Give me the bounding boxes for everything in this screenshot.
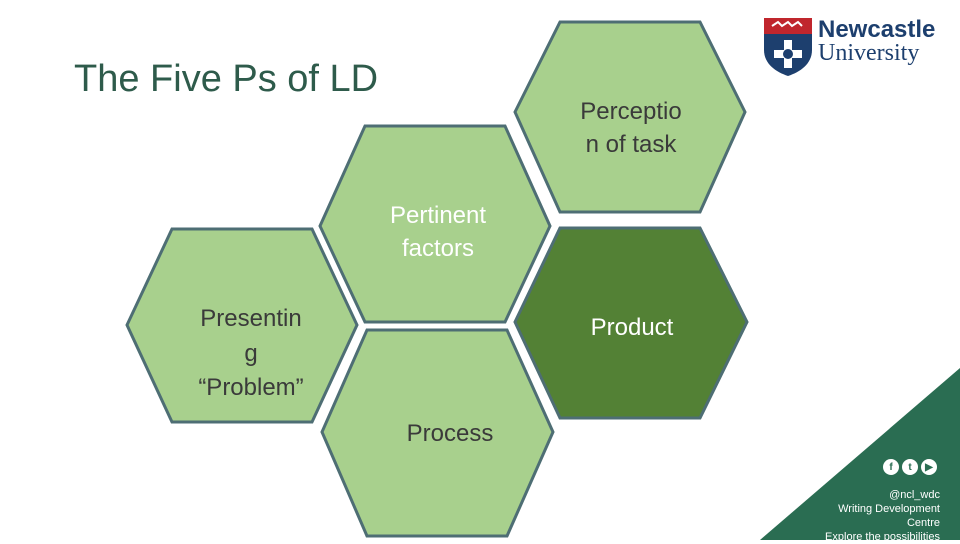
hexagon-product: Product <box>513 226 749 420</box>
hexagon-process: Process <box>320 328 555 538</box>
footer-line-centre: Centre <box>906 517 940 529</box>
twitter-icon[interactable]: t <box>902 459 918 475</box>
youtube-icon[interactable]: ▶ <box>921 459 937 475</box>
logo-text-university: University <box>818 40 920 66</box>
facebook-icon[interactable]: f <box>883 459 899 475</box>
slide-title: The Five Ps of LD <box>74 58 379 100</box>
hexagon-process-shape <box>320 328 555 538</box>
hexagon-pertinent-label-2: factors <box>402 235 474 262</box>
hexagon-perception: Perceptio n of task <box>513 20 747 214</box>
hexagon-presenting-label-2: g <box>244 340 257 367</box>
hexagon-process-label-1: Process <box>407 420 494 447</box>
hexagon-presenting-shape <box>125 227 359 424</box>
hexagon-presenting: Presentin g “Problem” <box>125 227 359 424</box>
footer-handle: @ncl_wdc <box>889 489 940 501</box>
hexagon-pertinent: Pertinent factors <box>318 124 552 324</box>
logo-text-newcastle: Newcastle <box>818 16 936 43</box>
hexagon-product-shape <box>513 226 749 420</box>
hexagon-perception-shape <box>513 20 747 214</box>
hexagon-presenting-label-3: “Problem” <box>198 374 303 401</box>
hexagon-pertinent-label-1: Pertinent <box>390 202 486 229</box>
footer-contact: @ncl_wdc Writing Development Centre Expl… <box>790 488 940 544</box>
hexagon-product-label-1: Product <box>591 314 674 341</box>
social-icons: f t ▶ <box>883 459 937 475</box>
hexagon-pertinent-shape <box>318 124 552 324</box>
hexagon-perception-label-2: n of task <box>586 131 678 158</box>
university-logo: Newcastle University <box>762 16 935 83</box>
footer-triangle <box>760 368 960 540</box>
footer-line-writing: Writing Development <box>838 503 940 515</box>
hexagon-presenting-label-1: Presentin <box>200 305 301 332</box>
footer-tagline: Explore the possibilities <box>825 531 940 543</box>
hexagon-perception-label-1: Perceptio <box>580 98 681 125</box>
crest-icon <box>764 18 812 76</box>
